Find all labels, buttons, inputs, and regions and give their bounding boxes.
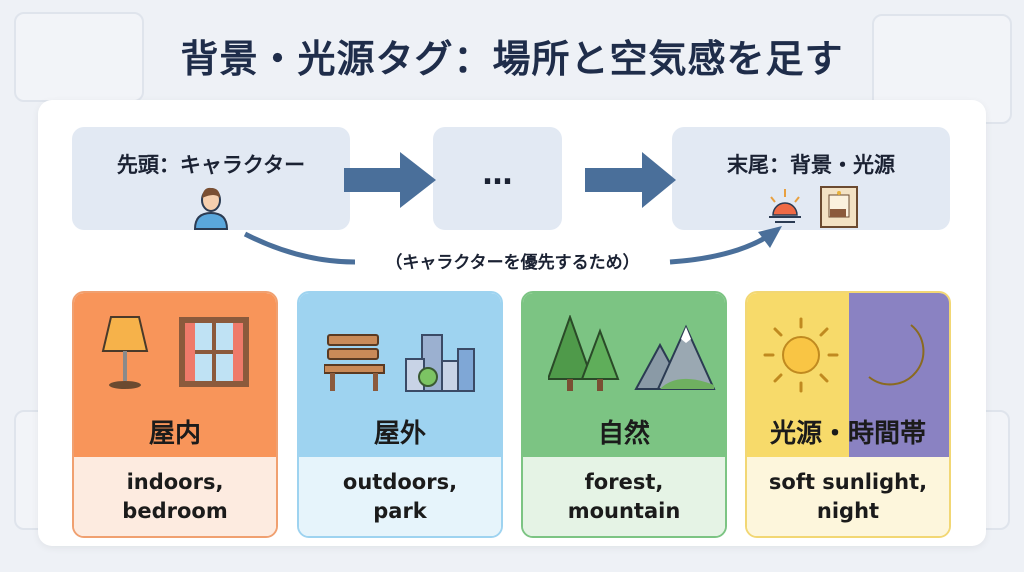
card-nature: 自然 forest, mountain (521, 291, 727, 538)
flow-box-first: 先頭：キャラクター (72, 127, 350, 230)
tag-text: outdoors, (342, 470, 458, 494)
tag-text: mountain (567, 499, 681, 523)
card-lighting: 光源・時間帯 soft sunlight, night (745, 291, 951, 538)
tag-text: park (373, 499, 427, 523)
forest-mountain-icon (548, 315, 716, 391)
card-outdoors: 屋外 outdoors, park (297, 291, 503, 538)
lamp-window-icon (101, 316, 249, 389)
card-lighting-tags: soft sunlight, night (747, 457, 949, 536)
background-window-decoration (14, 12, 144, 102)
flow-box-middle: … (433, 127, 562, 230)
person-icon (193, 187, 229, 230)
bedroom-icon (819, 186, 858, 228)
flow-first-label: 先頭：キャラクター (116, 153, 306, 177)
bench-city-icon (324, 334, 475, 392)
card-outdoors-label: 屋外 (373, 419, 426, 449)
flow-note: （キャラクターを優先するため） (385, 253, 640, 273)
card-nature-tags: forest, mountain (523, 457, 725, 536)
card-outdoors-tags: outdoors, park (299, 457, 501, 536)
card-indoors-tags: indoors, bedroom (74, 457, 276, 536)
tag-text: forest, (584, 470, 664, 494)
tag-text: night (816, 499, 880, 523)
card-indoors-label: 屋内 (148, 419, 201, 449)
sunset-icon (769, 189, 802, 223)
sun-moon-icon (763, 317, 925, 393)
card-lighting-label: 光源・時間帯 (769, 419, 926, 449)
flow-last-label: 末尾：背景・光源 (727, 153, 895, 177)
tag-text: soft sunlight, (768, 470, 928, 494)
page-title: 背景・光源タグ：場所と空気感を足す (180, 37, 844, 81)
ellipsis-label: … (482, 157, 513, 192)
tag-text: indoors, (126, 470, 224, 494)
card-nature-label: 自然 (597, 419, 650, 449)
card-indoors: 屋内 indoors, bedroom (72, 291, 278, 538)
tag-text: bedroom (122, 499, 228, 523)
flow-box-last: 末尾：背景・光源 (672, 127, 950, 230)
